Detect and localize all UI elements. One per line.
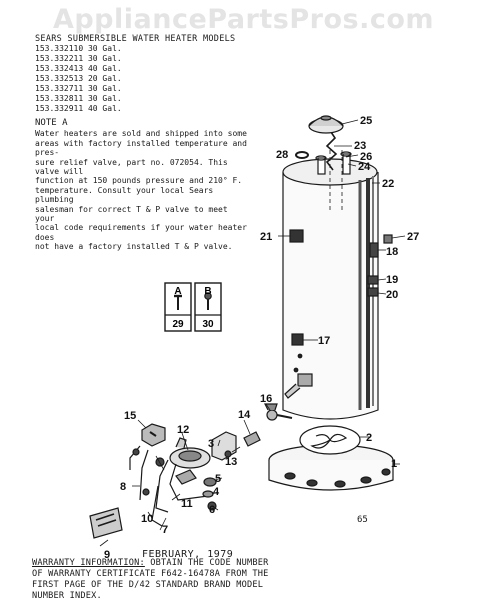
fastener-box-b <box>194 282 222 332</box>
box-a-letter: A <box>174 286 181 297</box>
callout-22: 22 <box>382 178 394 190</box>
note-line: function at 150 pounds pressure and 210°… <box>35 176 243 186</box>
box-a-number: 29 <box>172 319 184 330</box>
watermark: AppliancePartsPros.com <box>52 4 435 35</box>
callout-25: 25 <box>360 115 372 127</box>
drain-valve <box>264 403 293 421</box>
draft-hood <box>308 115 344 134</box>
leader-lines <box>99 119 406 547</box>
box-b-letter: B <box>204 286 211 297</box>
note-line: local code requirements if your water he… <box>35 223 247 242</box>
burner-assembly <box>129 423 261 527</box>
outer-door <box>89 507 123 539</box>
callout-3: 3 <box>208 438 214 450</box>
callout-26: 26 <box>360 151 372 163</box>
note-line: not have a factory installed T & P valve… <box>35 242 233 252</box>
model-item: 153.332711 30 Gal. <box>35 84 122 93</box>
warranty-line: OF WARRANTY CERTIFICATE F642-16478A FROM… <box>32 569 269 579</box>
top-fittings <box>315 151 352 175</box>
callout-20: 20 <box>386 289 398 301</box>
callout-9: 9 <box>104 549 110 561</box>
note-title: NOTE A <box>35 118 68 128</box>
washer-ring <box>295 151 309 159</box>
model-item: 153.332413 40 Gal. <box>35 64 122 73</box>
note-line: temperature. Consult your local Sears pl… <box>35 185 214 205</box>
callout-23: 23 <box>354 140 366 152</box>
model-item: 153.332110 30 Gal. <box>35 44 122 53</box>
model-list: SEARS SUBMERSIBLE WATER HEATER MODELS 15… <box>35 34 235 114</box>
note-line: areas with factory installed temperature… <box>35 138 247 158</box>
model-list-header: SEARS SUBMERSIBLE WATER HEATER MODELS <box>35 34 236 44</box>
model-item: 153.332811 30 Gal. <box>35 94 122 103</box>
callout-24: 24 <box>358 161 371 173</box>
tank-jacket <box>282 150 379 420</box>
callout-16: 16 <box>260 393 272 405</box>
callout-15: 15 <box>124 410 136 422</box>
page-code: 65 <box>357 515 368 525</box>
warranty-line: NUMBER INDEX. <box>32 591 102 601</box>
callout-1: 1 <box>391 458 397 470</box>
model-item: 153.332211 30 Gal. <box>35 54 122 63</box>
callout-18: 18 <box>386 246 398 258</box>
flue-baffle <box>325 131 338 171</box>
warranty-line: FIRST PAGE OF THE D/42 STANDARD BRAND MO… <box>32 580 264 590</box>
warranty-label: WARRANTY INFORMATION: <box>32 558 145 568</box>
callout-4: 4 <box>213 486 220 498</box>
callout-13: 13 <box>225 456 237 468</box>
warranty-line: OBTAIN THE CODE NUMBER <box>144 558 269 568</box>
flame-deflector <box>299 425 361 455</box>
note-line: salesman for correct T & P valve to meet… <box>35 204 228 224</box>
callout-7: 7 <box>162 524 168 536</box>
callout-10: 10 <box>141 513 153 525</box>
model-item: 153.332513 20 Gal. <box>35 74 122 83</box>
callout-8: 8 <box>120 481 126 493</box>
callout-19: 19 <box>386 274 398 286</box>
date-caption: FEBRUARY, 1979 <box>142 549 234 560</box>
callout-5: 5 <box>215 473 221 485</box>
callout-2: 2 <box>366 432 372 444</box>
model-item: 153.332911 40 Gal. <box>35 104 122 113</box>
base-pan <box>268 444 394 491</box>
fastener-box-a <box>164 282 192 332</box>
rating-plate <box>289 229 304 243</box>
callout-28: 28 <box>276 149 288 161</box>
callout-21: 21 <box>260 231 272 243</box>
callout-11: 11 <box>181 498 193 510</box>
callout-27: 27 <box>407 231 419 243</box>
callout-17: 17 <box>318 335 330 347</box>
callout-14: 14 <box>238 409 251 421</box>
callout-6: 6 <box>209 504 215 516</box>
box-b-number: 30 <box>202 319 214 330</box>
access-plate <box>291 333 304 346</box>
note-line: Water heaters are sold and shipped into … <box>35 129 247 139</box>
note-a: NOTE A Water heaters are sold and shippe… <box>35 118 247 252</box>
side-fittings <box>367 234 393 297</box>
note-line: sure relief valve, part no. 072054. This… <box>35 157 228 177</box>
callout-12: 12 <box>177 424 189 436</box>
warranty-info: WARRANTY INFORMATION: OBTAIN THE CODE NU… <box>32 558 472 602</box>
